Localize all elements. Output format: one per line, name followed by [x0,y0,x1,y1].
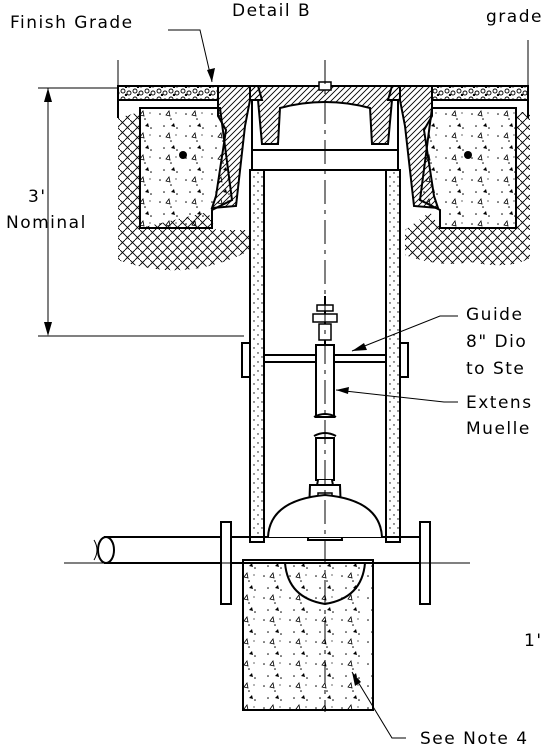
riser-pipe-wall-right [385,169,401,543]
gravel-surface-right [431,85,529,101]
note-leader [351,671,406,739]
soil-right [405,112,530,266]
pipe-end-cap [97,536,115,564]
extension-label-line-2: Muelle [466,419,531,439]
extension-leader [335,389,458,403]
guide-leader [351,315,458,352]
rebar-dot-right [464,151,472,159]
finish-grade-leader [168,29,213,83]
dimension-right-label: 1' [524,631,543,651]
guide-label-line-2: 8" Dio [466,332,527,352]
detail-title: Detail B [232,1,311,21]
note-label: See Note 4 [420,729,529,746]
guide-clip-left [241,342,251,378]
concrete-collar-right [418,107,517,229]
depth-value-label: 3' [28,187,47,207]
valve-box-lid [249,85,401,145]
soil-left [118,112,250,271]
guide-label-line-1: Guide [466,305,523,325]
concrete-collar-left [139,107,234,229]
gravel-surface-left [117,85,219,101]
guide-clip-right [399,342,409,378]
grade-label-right: grade [486,7,543,27]
finish-grade-label: Finish Grade [10,13,134,33]
riser-pipe-wall-left [249,169,265,543]
depth-nominal-label: Nominal [6,213,87,233]
thrust-block [242,559,374,711]
guide-label-line-3: to Ste [466,359,525,379]
rebar-dot-left [179,151,187,159]
extension-label-line-1: Extens [466,393,533,413]
